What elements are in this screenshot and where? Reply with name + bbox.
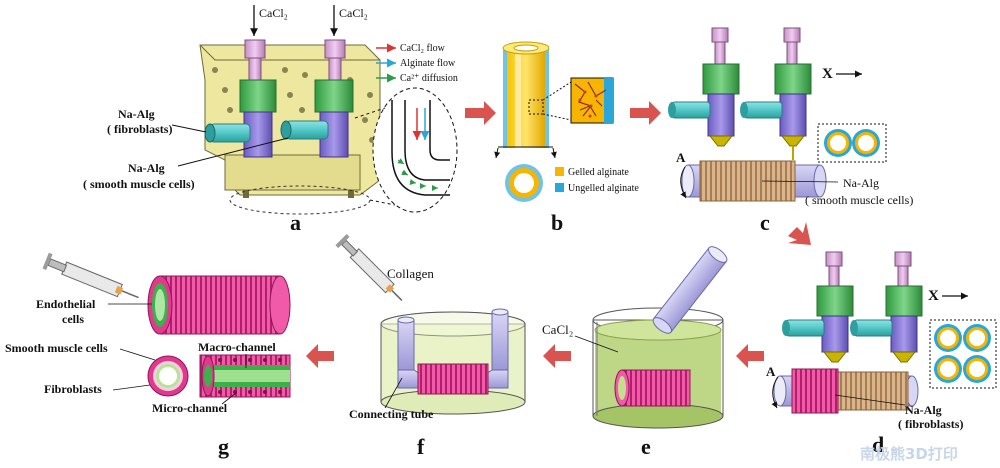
connecting-tube-right — [485, 308, 509, 389]
fibroblasts-label: Fibroblasts — [44, 382, 102, 396]
naalg-fibro-label-1: Na-Alg — [118, 107, 155, 121]
panel-c: X A Na-Alg ( smooth muscle cells) c — [668, 27, 913, 235]
panel-label-f: f — [417, 434, 425, 459]
inlet-right-label: CaCl₂ — [339, 6, 368, 20]
diffusion-arrows — [397, 158, 438, 191]
nozzle-c-left — [668, 27, 740, 147]
axis-a-d: A — [766, 364, 776, 379]
naalg-d-label-2: ( fibroblasts) — [898, 417, 963, 431]
coil-d-inner — [835, 371, 909, 411]
coil-d-outer — [791, 368, 839, 414]
panel-f: Collagen Connecting tube f — [335, 233, 526, 459]
naalg-smc-label-2: ( smooth muscle cells) — [83, 177, 195, 191]
arrow-d-to-e — [736, 344, 764, 368]
flow-legend: CaCl₂ flow Alginate flow Ca²⁺ diffusion — [376, 43, 458, 84]
panel-label-a: a — [290, 210, 301, 235]
smooth-muscle-label: Smooth muscle cells — [5, 341, 108, 355]
legend-alginate-flow: Alginate flow — [400, 58, 456, 69]
connecting-tube-label: Connecting tube — [349, 407, 434, 421]
coil-f — [417, 363, 489, 395]
legend-gelled: Gelled alginate — [568, 167, 629, 178]
panel-label-c: c — [760, 210, 770, 235]
nozzle-d-left — [782, 251, 854, 363]
panel-b: Gelled alginate Ungelled alginate b — [494, 41, 639, 235]
flow-zoom-inset — [372, 87, 458, 213]
panel-label-e: e — [641, 434, 651, 459]
coil-e — [621, 369, 691, 407]
macro-channel-label: Macro-channel — [198, 340, 276, 354]
connecting-tube-left — [397, 316, 421, 389]
axis-a-c: A — [676, 150, 686, 165]
arrow-a-to-b — [465, 101, 496, 125]
side-nozzles — [204, 120, 329, 143]
naalg-c-label-2: ( smooth muscle cells) — [805, 193, 913, 207]
mandrel-lifted — [652, 246, 728, 334]
axis-x-c: X — [822, 66, 833, 82]
syringe-g — [42, 252, 139, 299]
naalg-c-label-1: Na-Alg — [843, 176, 879, 190]
arrow-e-to-f — [543, 344, 571, 368]
legend-ungelled: Ungelled alginate — [568, 183, 639, 194]
naalg-d-label-1: Na-Alg — [905, 403, 942, 417]
nozzle-d-right — [850, 251, 923, 363]
gel-network-zoom — [570, 77, 614, 124]
micro-channel-label: Micro-channel — [152, 401, 228, 415]
endothelial-label-2: cells — [62, 312, 84, 326]
nozzle-c-right — [740, 27, 812, 160]
panel-g: Endothelial cells Smooth muscle cells Fi… — [5, 252, 291, 459]
panel-d: X A Na-Alg ( fibroblasts) d — [766, 251, 997, 457]
cacl2-label: CaCl₂ — [542, 322, 573, 337]
legend-ca-diffusion: Ca²⁺ diffusion — [400, 73, 458, 84]
panel-label-d: d — [872, 432, 884, 457]
cross-section-d — [934, 324, 991, 383]
panel-label-g: g — [218, 434, 229, 459]
panel-label-b: b — [551, 210, 563, 235]
endothelial-label-1: Endothelial — [36, 297, 96, 311]
legend-cacl2-flow: CaCl₂ flow — [400, 43, 446, 54]
arrow-b-to-c — [630, 101, 661, 125]
arrow-f-to-g — [306, 344, 334, 368]
needle-left — [239, 39, 277, 158]
collagen-label: Collagen — [387, 266, 434, 281]
needle-right — [314, 39, 354, 158]
panel-a: CaCl₂ CaCl₂ Na-Alg ( fibroblasts) Na-Alg… — [83, 5, 458, 235]
syringe-f — [335, 233, 403, 301]
naalg-smc-label-1: Na-Alg — [128, 161, 165, 175]
vessel-sectioned — [199, 354, 291, 398]
naalg-fibro-label-2: ( fibroblasts) — [107, 122, 172, 136]
axis-x-d: X — [928, 288, 939, 304]
watermark: 南极熊3D打印 — [860, 445, 958, 463]
inlet-left-label: CaCl₂ — [259, 6, 288, 20]
cross-section-c — [824, 129, 880, 157]
vessel-main — [159, 275, 281, 335]
panel-e: CaCl₂ e — [542, 246, 728, 459]
arrow-c-to-d — [788, 222, 811, 245]
